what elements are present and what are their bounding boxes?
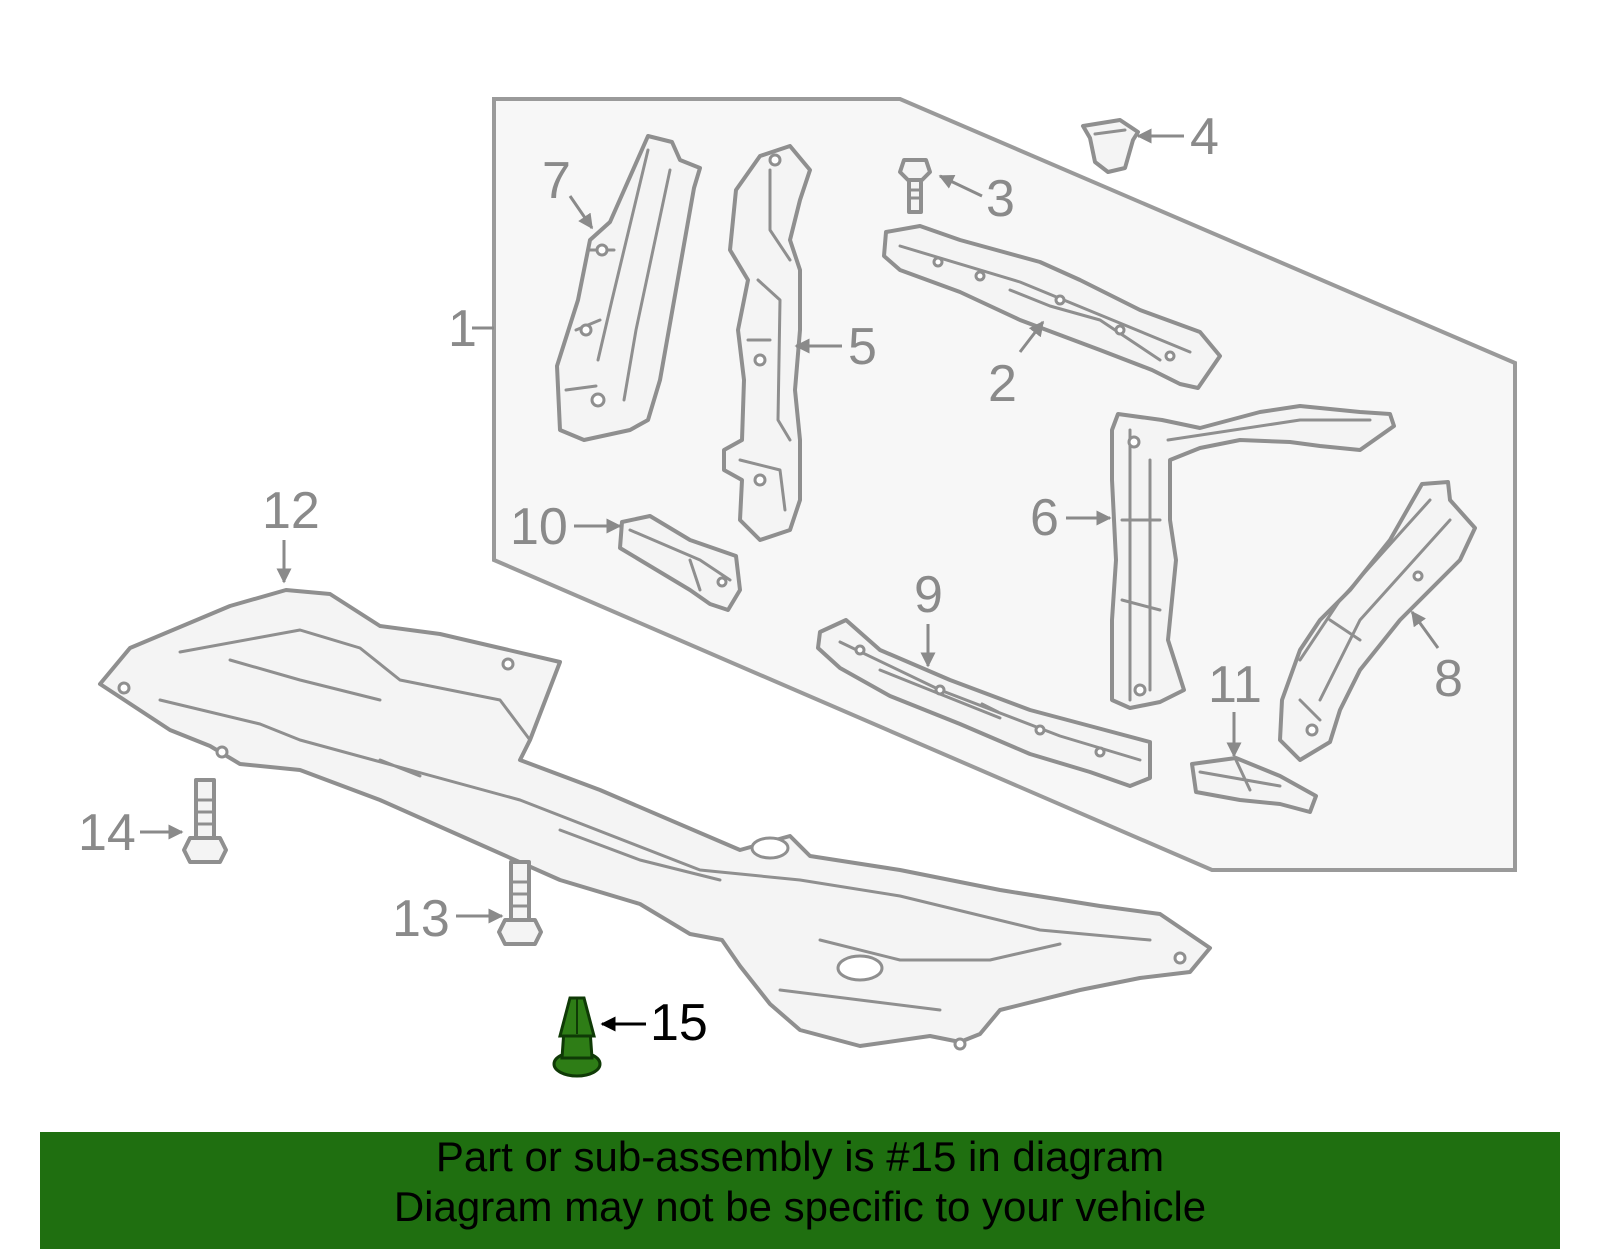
part-2-upper-crossmember (882, 224, 1222, 390)
callout-10: 10 (510, 498, 622, 556)
svg-text:5: 5 (848, 318, 877, 376)
callout-11: 11 (1208, 656, 1262, 758)
svg-text:8: 8 (1434, 650, 1463, 708)
svg-text:6: 6 (1030, 489, 1059, 547)
callout-5: 5 (794, 318, 877, 376)
callout-7: 7 (542, 152, 594, 230)
part-6-right-frame (1110, 404, 1396, 710)
part-11-bracket (1190, 756, 1318, 814)
callout-6: 6 (1030, 489, 1112, 547)
svg-text:14: 14 (78, 804, 136, 862)
svg-text:10: 10 (510, 498, 568, 556)
svg-text:15: 15 (650, 994, 708, 1052)
callout-8: 8 (1410, 610, 1463, 708)
part-15-push-clip[interactable] (552, 996, 602, 1078)
banner-line-part: Part or sub-assembly is #15 in diagram (435, 1133, 1165, 1180)
callout-15[interactable]: 15 (600, 994, 708, 1052)
part-13-bolt (497, 860, 543, 946)
svg-text:7: 7 (542, 152, 571, 210)
svg-text:2: 2 (988, 355, 1017, 413)
banner-line-disclaimer: Diagram may not be specific to your vehi… (393, 1183, 1207, 1230)
part-5-center-upright (722, 144, 812, 542)
part-14-bolt (182, 778, 228, 864)
part-9-lower-crossmember (816, 618, 1152, 788)
info-banner: Part or sub-assembly is #15 in diagram D… (40, 1132, 1560, 1249)
callout-1: 1 (448, 300, 494, 358)
svg-text:12: 12 (262, 482, 320, 540)
part-7-left-upright (555, 134, 702, 442)
callout-4: 4 (1136, 108, 1219, 166)
callout-2: 2 (988, 320, 1045, 413)
svg-text:9: 9 (914, 566, 943, 624)
svg-text:11: 11 (1208, 656, 1262, 714)
part-12-undercover (98, 588, 1212, 1051)
callout-3: 3 (938, 170, 1015, 228)
svg-text:3: 3 (986, 170, 1015, 228)
part-8-right-upright (1278, 480, 1477, 762)
svg-text:13: 13 (392, 890, 450, 948)
svg-text:4: 4 (1190, 108, 1219, 166)
callout-12: 12 (262, 482, 320, 584)
callout-14: 14 (78, 804, 184, 862)
part-3-bolt (898, 158, 932, 214)
parts-diagram: 1 2 3 4 5 6 7 8 9 10 11 12 (78, 97, 1517, 1078)
part-4-clip-nut (1081, 118, 1140, 174)
part-10-bracket (618, 514, 742, 612)
callout-13: 13 (392, 890, 504, 948)
callout-9: 9 (914, 566, 943, 668)
